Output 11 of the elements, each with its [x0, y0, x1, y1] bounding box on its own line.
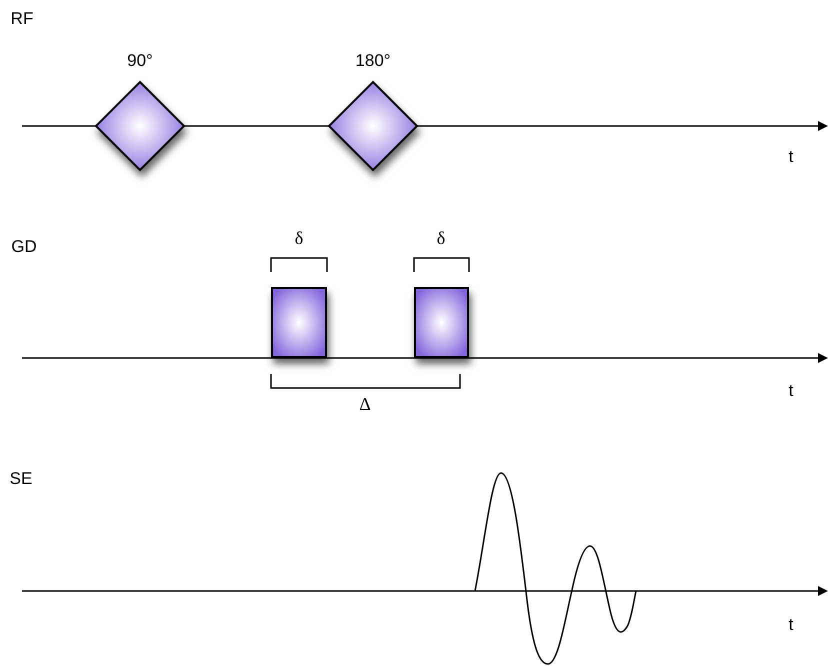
interval-symbol: Δ	[359, 395, 371, 413]
pulse-angle-label: 180°	[355, 51, 391, 71]
pulse-angle-label: 90°	[127, 51, 153, 71]
time-axis-label: t	[788, 616, 794, 633]
time-axis-label: t	[788, 382, 794, 399]
channel-label: SE	[10, 470, 32, 487]
duration-symbol: δ	[294, 229, 304, 247]
duration-symbol: δ	[436, 229, 446, 247]
channel-label: GD	[11, 238, 37, 255]
time-axis-label: t	[788, 148, 794, 165]
channel-label: RF	[10, 10, 34, 27]
